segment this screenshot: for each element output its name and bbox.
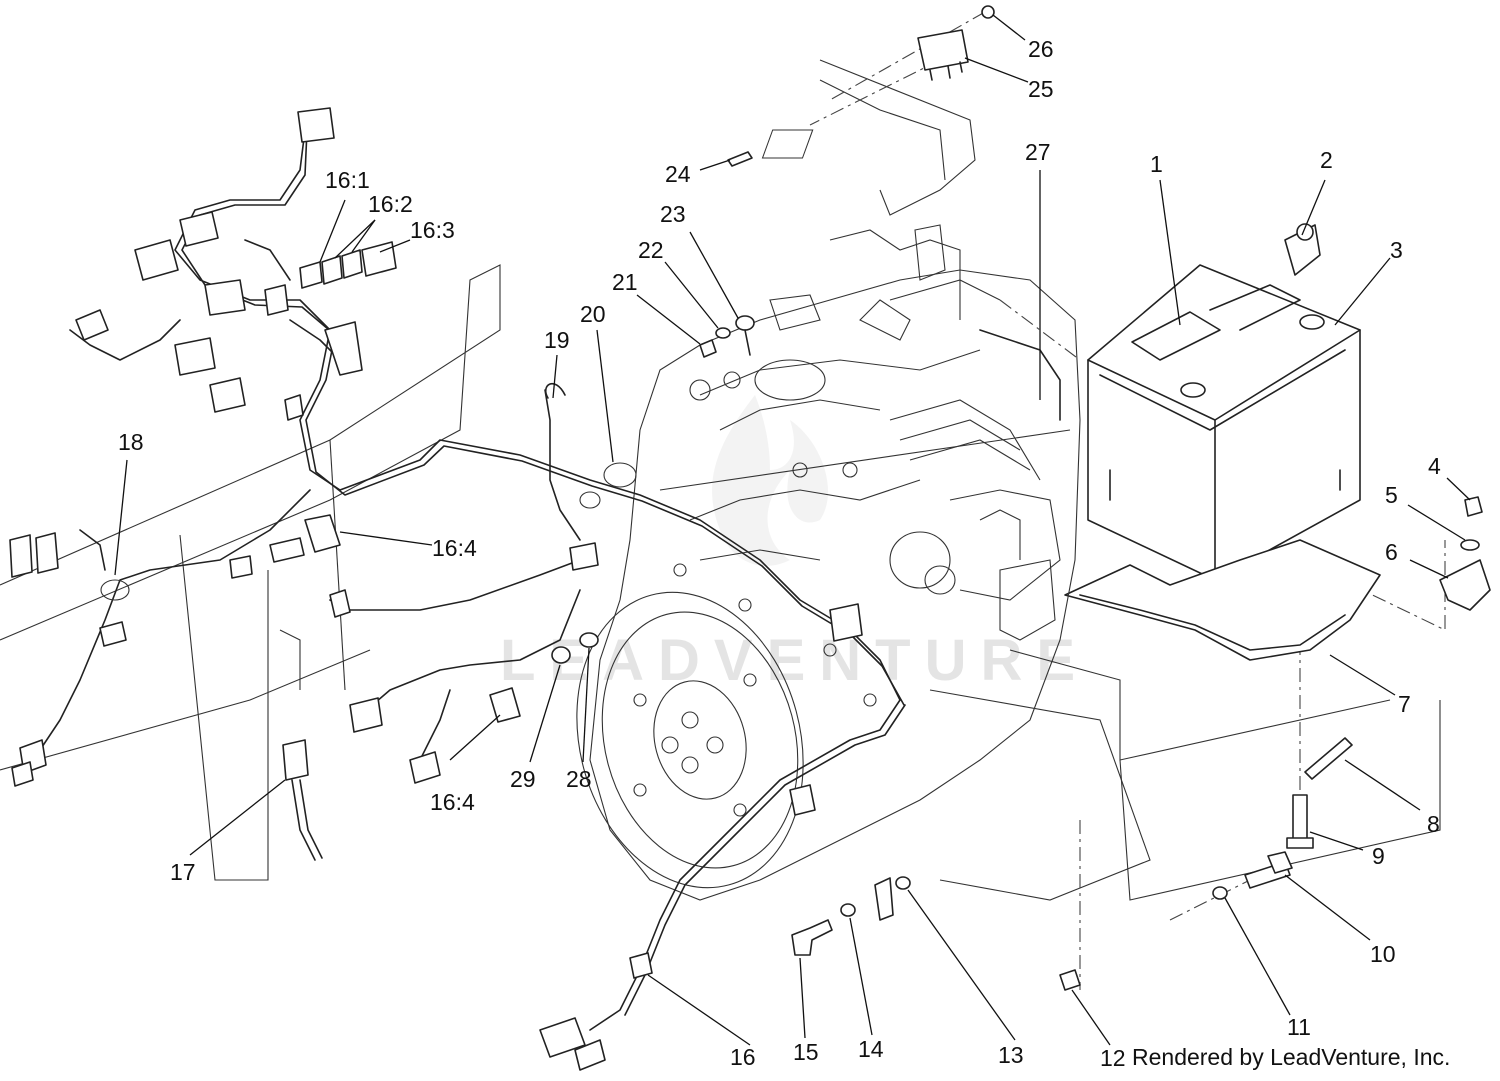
callout-24: 24 [665, 161, 691, 187]
callout-2: 2 [1320, 147, 1333, 173]
callout-3: 3 [1390, 237, 1403, 263]
callout-16-3: 16:3 [410, 217, 455, 243]
flywheel [576, 591, 804, 901]
callout-19: 19 [544, 327, 570, 353]
callout-16-2: 16:2 [368, 191, 413, 217]
tube [1304, 737, 1353, 780]
callout-29: 29 [510, 766, 536, 792]
callout-16-1: 16:1 [325, 167, 370, 193]
wire-harness [39, 129, 1061, 1031]
callout-9: 9 [1372, 843, 1385, 869]
callout-6: 6 [1385, 539, 1398, 565]
callout-16-4-upper: 16:4 [432, 535, 477, 561]
callout-7: 7 [1398, 691, 1411, 717]
callout-22: 22 [638, 237, 664, 263]
callout-28: 28 [566, 766, 592, 792]
callout-25: 25 [1028, 76, 1054, 102]
harness-connectors [9, 107, 863, 1071]
credit-text: Rendered by LeadVenture, Inc. [1132, 1044, 1451, 1070]
callout-18: 18 [118, 429, 144, 455]
chassis-frame [0, 59, 1441, 901]
terminal-clamp [1284, 223, 1321, 276]
battery [1087, 264, 1361, 581]
callout-12: 12 [1100, 1045, 1126, 1071]
ground-hardware [699, 315, 755, 358]
washer-nut [551, 632, 599, 664]
callout-labels: 1 2 3 4 5 6 7 8 9 10 11 12 13 14 15 16 1… [118, 36, 1441, 1071]
callout-10: 10 [1370, 941, 1396, 967]
callout-16-4-lower: 16:4 [430, 789, 475, 815]
watermark-flame [712, 395, 829, 566]
callout-16: 16 [730, 1044, 756, 1070]
callout-20: 20 [580, 301, 606, 327]
callout-23: 23 [660, 201, 686, 227]
relay-connector [282, 739, 323, 861]
callout-15: 15 [793, 1039, 819, 1065]
assembly-lines [809, 11, 1446, 990]
callout-4: 4 [1428, 453, 1441, 479]
callout-17: 17 [170, 859, 196, 885]
fasteners [791, 794, 1314, 991]
callout-11: 11 [1287, 1014, 1311, 1040]
leader-lines [114, 14, 1471, 1046]
callout-14: 14 [858, 1036, 884, 1062]
loop-clip [545, 382, 566, 399]
callout-8: 8 [1427, 811, 1440, 837]
engine-block [619, 224, 1081, 881]
callout-1: 1 [1150, 151, 1163, 177]
battery-tray [1064, 539, 1381, 661]
fuse-block [299, 241, 397, 289]
callout-27: 27 [1025, 139, 1051, 165]
hold-down-hardware [1439, 496, 1491, 611]
callout-26: 26 [1028, 36, 1054, 62]
callout-21: 21 [612, 269, 638, 295]
callout-5: 5 [1385, 482, 1398, 508]
callout-13: 13 [998, 1042, 1024, 1068]
relay [727, 5, 995, 167]
